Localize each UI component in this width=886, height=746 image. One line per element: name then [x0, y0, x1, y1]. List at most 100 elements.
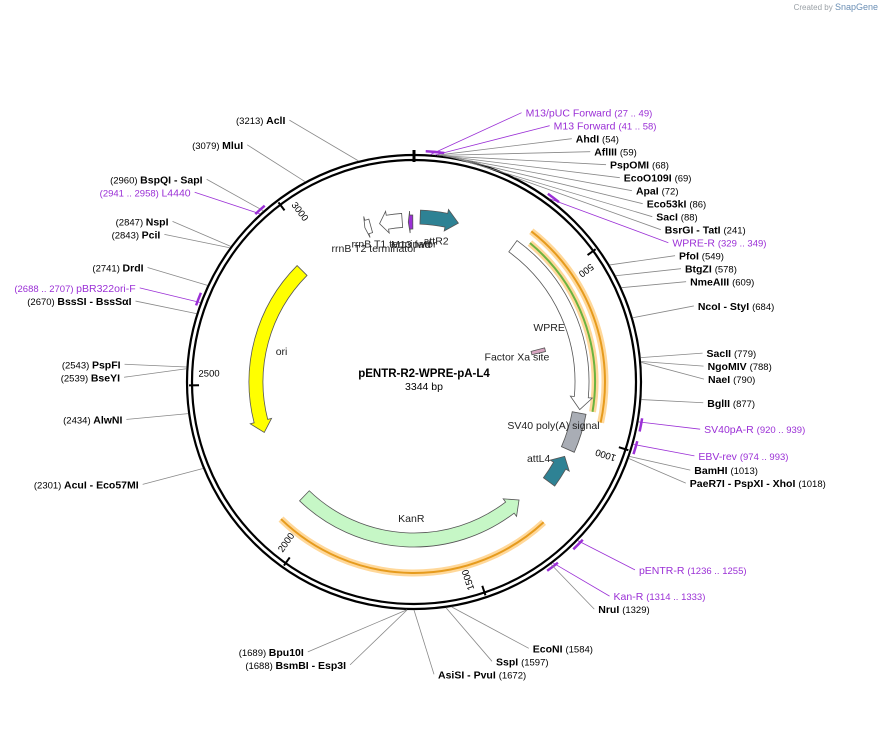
enzyme-leader [123, 368, 187, 378]
enzyme-label-sacii[interactable]: SacII (779) [707, 348, 757, 360]
feature-label-ori: ori [276, 346, 288, 358]
enzyme-label-ngomiv[interactable]: NgoMIV (788) [708, 361, 772, 373]
enzyme-label-bsrgi-tati[interactable]: BsrGI - TatI (241) [665, 225, 746, 237]
enzyme-label-econi[interactable]: EcoNI (1584) [533, 643, 593, 655]
feature-attr2[interactable] [419, 208, 459, 232]
enzyme-leader [641, 361, 705, 380]
enzyme-label-drdi[interactable]: (2741) DrdI [92, 263, 143, 275]
enzyme-label-ecoo109i[interactable]: EcoO109I (69) [624, 173, 692, 185]
enzyme-label-pspfi[interactable]: (2543) PspFI [62, 359, 121, 371]
enzyme-label-saci[interactable]: SacI (88) [656, 212, 697, 224]
enzyme-label-bseyi[interactable]: (2539) BseYI [61, 372, 120, 384]
enzyme-leader [307, 609, 407, 653]
enzyme-label-nspi[interactable]: (2847) NspI [116, 216, 169, 228]
primer-site-ebv-rev [632, 440, 639, 455]
enzyme-label-apai[interactable]: ApaI (72) [636, 186, 679, 198]
tick-mark [586, 248, 597, 256]
primer-label-m13-forward[interactable]: M13 Forward (41 .. 58) [554, 121, 657, 133]
feature-wpre[interactable] [508, 239, 594, 411]
enzyme-leader [629, 456, 691, 471]
enzyme-label-bamhi[interactable]: BamHI (1013) [694, 465, 758, 477]
orf-arc [280, 518, 545, 574]
enzyme-label-naei[interactable]: NaeI (790) [708, 374, 755, 386]
feature-factor-xa-site[interactable] [530, 347, 547, 356]
feature-m13-fwd[interactable] [407, 211, 414, 234]
enzyme-label-bsmbi-esp3i[interactable]: (1688) BsmBI - Esp3I [245, 660, 346, 672]
enzyme-leader [142, 468, 204, 485]
enzyme-leader [550, 563, 595, 610]
enzyme-label-acui-eco57mi[interactable]: (2301) AcuI - Eco57MI [34, 479, 139, 491]
feature-ori[interactable] [248, 264, 308, 434]
tick-mark [283, 556, 291, 567]
primer-leader [139, 287, 201, 303]
enzyme-label-nrui[interactable]: NruI (1329) [598, 604, 649, 616]
tick-label: 2500 [198, 368, 219, 379]
feature-label-sv40-poly-a-signal: SV40 poly(A) signal [507, 420, 599, 432]
enzyme-leader [126, 413, 189, 420]
enzyme-label-bspqi-sapi[interactable]: (2960) BspQI - SapI [110, 174, 203, 186]
plasmid-name: pENTR-R2-WPRE-pA-L4 [358, 368, 490, 380]
enzyme-label-ahdi[interactable]: AhdI (54) [576, 134, 619, 146]
enzyme-label-paer7i-pspxi-xhoi[interactable]: PaeR7I - PspXI - XhoI (1018) [690, 478, 826, 490]
enzyme-leader [444, 155, 633, 192]
enzyme-leader [641, 399, 704, 404]
primer-label-pbr322ori-f[interactable]: (2688 .. 2707) pBR322ori-F [14, 283, 135, 295]
feature-sv40-poly-a-signal[interactable] [560, 411, 587, 453]
feature-rrnb-t1-terminator[interactable] [379, 210, 404, 235]
feature-label-factor-xa-site: Factor Xa site [485, 352, 550, 364]
enzyme-leader [443, 155, 620, 179]
enzyme-label-bglii[interactable]: BglII (877) [707, 398, 755, 410]
primer-site-pentr-r [572, 538, 584, 551]
enzyme-leader [172, 221, 231, 247]
primer-label-kan-r[interactable]: Kan-R (1314 .. 1333) [614, 591, 706, 603]
primer-label-wpre-r[interactable]: WPRE-R (329 .. 349) [672, 238, 766, 250]
feature-label-attl4: attL4 [527, 453, 551, 465]
label-layer: M13/pUC Forward (27 .. 49)M13 Forward (4… [14, 108, 825, 682]
enzyme-label-sspi[interactable]: SspI (1597) [496, 656, 549, 668]
feature-rrnb-t2-terminator[interactable] [363, 216, 374, 238]
enzyme-leader [450, 156, 643, 205]
primer-label-sv40pa-r[interactable]: SV40pA-R (920 .. 939) [704, 424, 805, 436]
primer-leader [549, 198, 669, 244]
enzyme-leader [349, 609, 408, 666]
enzyme-label-eco53ki[interactable]: Eco53kI (86) [647, 199, 707, 211]
primer-site-wpre-r [547, 192, 560, 204]
enzyme-label-nmeaiii[interactable]: NmeAIII (609) [690, 277, 754, 289]
enzyme-label-pcii[interactable]: (2843) PciI [112, 229, 161, 241]
feature-attl4[interactable] [542, 455, 570, 487]
primer-site-pbr322ori-f [194, 292, 203, 306]
feature-label-attr2: attR2 [424, 236, 449, 248]
primer-label-m13-puc-forward[interactable]: M13/pUC Forward (27 .. 49) [526, 108, 653, 120]
enzyme-leader [621, 281, 687, 289]
created-by-text: Created by [793, 3, 833, 12]
primer-label-ebv-rev[interactable]: EBV-rev (974 .. 993) [698, 451, 788, 463]
enzyme-label-alwni[interactable]: (2434) AlwNI [63, 414, 122, 426]
primer-leader [633, 443, 695, 457]
enzyme-leader [640, 352, 703, 359]
orf-arc [529, 242, 596, 412]
feature-kanr[interactable] [298, 490, 520, 548]
enzyme-leader [289, 119, 359, 162]
tick-mark [277, 201, 286, 211]
orf-arc [530, 230, 606, 423]
enzyme-label-asisi-pvui[interactable]: AsiSI - PvuI (1672) [438, 669, 526, 681]
enzyme-label-afliii[interactable]: AflIII (59) [594, 147, 637, 159]
snapgene-credit: Created by SnapGene [794, 2, 878, 12]
enzyme-label-acli[interactable]: (3213) AclI [236, 115, 285, 127]
enzyme-label-mlui[interactable]: (3079) MluI [192, 140, 243, 152]
primer-label-l4440[interactable]: (2941 .. 2958) L4440 [100, 187, 191, 199]
enzyme-label-pfoi[interactable]: PfoI (549) [679, 251, 724, 263]
enzyme-leader [615, 268, 681, 277]
enzyme-label-pspomi[interactable]: PspOMI (68) [610, 160, 669, 172]
enzyme-leader [513, 176, 661, 231]
enzyme-leader [147, 267, 208, 286]
enzyme-label-bsssi-bsss-i[interactable]: (2670) BssSI - BssSαI [27, 296, 131, 308]
enzyme-leader [124, 363, 187, 368]
feature-label-wpre: WPRE [533, 322, 565, 334]
enzyme-label-ncoi-styi[interactable]: NcoI - StyI (684) [698, 301, 774, 313]
primer-label-pentr-r[interactable]: pENTR-R (1236 .. 1255) [639, 565, 747, 577]
leader-layer [123, 112, 705, 675]
enzyme-label-btgzi[interactable]: BtgZI (578) [685, 264, 737, 276]
enzyme-label-bpu10i[interactable]: (1689) Bpu10I [239, 647, 304, 659]
feature-label-m13-fwd: M13 fwd [391, 239, 431, 251]
